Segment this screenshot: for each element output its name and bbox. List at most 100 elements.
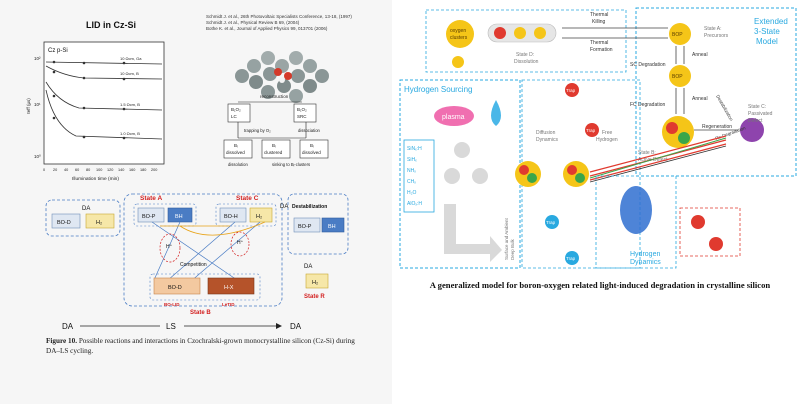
source-h2o: H₂O bbox=[407, 190, 417, 196]
data-markers bbox=[52, 60, 126, 140]
curve-10-b-low bbox=[45, 89, 163, 140]
oxygen-clusters-node bbox=[446, 20, 474, 48]
h-cluster-right-red bbox=[567, 165, 577, 175]
o-node-small bbox=[452, 56, 464, 68]
x-tick-9: 180 bbox=[140, 168, 146, 172]
trapping-label: trapping by O₂ bbox=[244, 128, 271, 133]
curve-10-ga bbox=[45, 61, 163, 65]
thermal-formation-line1: Thermal bbox=[590, 40, 608, 46]
h2-left-label: H₂ bbox=[96, 220, 102, 226]
trap-label-bottom-left: Trap bbox=[546, 220, 556, 225]
flow-lines bbox=[237, 122, 307, 139]
h-x-box bbox=[207, 277, 255, 295]
x-tick-0: 0 bbox=[43, 168, 45, 172]
h2-c-box bbox=[249, 207, 273, 223]
timeline-arrowhead bbox=[276, 323, 282, 329]
h2-molecule-node bbox=[454, 142, 470, 158]
hydrogen-dynamics-region bbox=[595, 175, 677, 269]
bo-lid-label: BO-LID bbox=[164, 302, 180, 307]
references: Schmidt J. et al., 26th Photovoltaic Spe… bbox=[206, 14, 386, 32]
bop-b-node bbox=[669, 65, 691, 87]
reaction-flow-diagram: reconstruction B₁O₂ LC B₁O₂ SRC trapping… bbox=[223, 94, 329, 167]
x-tick-6: 120 bbox=[107, 168, 113, 172]
figure-caption-label: Figure 10. bbox=[46, 337, 78, 345]
active-defect-node bbox=[662, 116, 694, 148]
state-c-line1: State C: bbox=[748, 104, 766, 110]
da-bottom-label: DA bbox=[304, 264, 312, 270]
free-hydrogen-line1: Free bbox=[602, 130, 613, 136]
molecule-image bbox=[235, 51, 329, 103]
figure-caption-text: Possible reactions and interactions in C… bbox=[46, 337, 355, 355]
x-axis-label: Illumination time (min) bbox=[72, 176, 119, 182]
state-a-line2: Precursors bbox=[704, 33, 729, 39]
h-node-2 bbox=[472, 168, 488, 184]
bh-right-box bbox=[321, 217, 345, 233]
extended-model-region bbox=[635, 7, 797, 177]
h-x-label: H-X bbox=[224, 285, 234, 291]
oxygen-clusters-line1: oxygen bbox=[450, 28, 466, 34]
trap-label-bottom: Trap bbox=[566, 256, 576, 261]
lid-chart-title: LID in Cz-Si bbox=[86, 20, 136, 30]
plasma-label: plasma bbox=[442, 114, 465, 121]
src-box-line2: SRC bbox=[297, 114, 307, 119]
state-c-line2: Passivated bbox=[748, 111, 773, 117]
bh-label: BH bbox=[175, 214, 183, 220]
figure-10-diagram: DA BO-D H₂ State A State C BO-P BH BO-H … bbox=[45, 193, 349, 331]
anneal-label-2: Anneal bbox=[692, 96, 708, 102]
bo-p-right-box bbox=[293, 217, 321, 233]
b-dissolved-right-line2: dissolved bbox=[302, 150, 321, 155]
state-r-box bbox=[305, 273, 329, 289]
bop-a-label: BOP bbox=[672, 32, 683, 38]
thermal-killing-line2: Killing bbox=[592, 19, 606, 25]
defect-red bbox=[666, 122, 678, 134]
bop-a-node bbox=[669, 23, 691, 45]
trap-label-top: Trap bbox=[566, 88, 576, 93]
series-label-2: 1.5 Ωcm, B bbox=[120, 102, 140, 107]
competition-ellipse-2 bbox=[230, 231, 250, 257]
anneal-label-1: Anneal bbox=[692, 52, 708, 58]
marker bbox=[82, 76, 86, 80]
extended-title-line1: Extended bbox=[754, 17, 788, 26]
trap-node-top bbox=[565, 83, 579, 97]
state-c-label: State C bbox=[236, 195, 259, 202]
diffusion-dynamics-line1: Diffusion bbox=[536, 130, 556, 136]
effusion-arrow bbox=[444, 204, 502, 262]
x-tick-8: 160 bbox=[129, 168, 135, 172]
state-d-line1: State D: bbox=[516, 52, 534, 58]
state-r-label: State R bbox=[304, 294, 325, 300]
x-tick-5: 100 bbox=[96, 168, 102, 172]
h-cluster-left bbox=[515, 161, 541, 187]
x-tick-10: 200 bbox=[151, 168, 157, 172]
plasma-cloud bbox=[434, 106, 474, 126]
reference-item: Schmidt J. et al., Physical Review B 69,… bbox=[206, 20, 300, 25]
b-clustered-box bbox=[261, 139, 291, 159]
axis-mid-label: LS bbox=[166, 322, 176, 331]
trap-node-bottom-left bbox=[545, 215, 559, 229]
b-clustered-line2: clustered bbox=[264, 150, 283, 155]
thermal-killing-line1: Thermal bbox=[590, 12, 608, 18]
bo-h-label: BO-H bbox=[224, 214, 238, 220]
x-tick-1: 20 bbox=[53, 168, 57, 172]
da-right-label: DA bbox=[280, 204, 288, 210]
marker bbox=[82, 106, 86, 110]
state-b-box bbox=[149, 273, 261, 301]
marker bbox=[122, 136, 126, 140]
dissolution-region bbox=[425, 9, 627, 73]
src-box bbox=[293, 103, 317, 123]
axis-left-label: DA bbox=[62, 322, 74, 331]
bo-p-label: BO-P bbox=[142, 214, 156, 220]
h-cluster-left-red bbox=[519, 165, 529, 175]
h-cluster-right-green bbox=[575, 173, 585, 183]
lc-box-line1: B₁O₂ bbox=[231, 107, 241, 112]
b-dissolved-left-line1: Bᵢ bbox=[234, 143, 238, 148]
bo-d-label: BO-D bbox=[57, 220, 71, 226]
da-right-group bbox=[287, 193, 349, 255]
lid-chart-subtitle: Cz p-Si bbox=[48, 48, 68, 54]
atom-cluster bbox=[235, 51, 329, 103]
state-a-line1: State A: bbox=[704, 26, 722, 32]
lid-plot-frame bbox=[43, 41, 165, 165]
x-tick-3: 60 bbox=[75, 168, 79, 172]
oxygen-clusters-line2: clusters bbox=[450, 35, 468, 41]
species-yellow bbox=[514, 27, 526, 39]
src-box-line1: B₁O₂ bbox=[297, 107, 307, 112]
